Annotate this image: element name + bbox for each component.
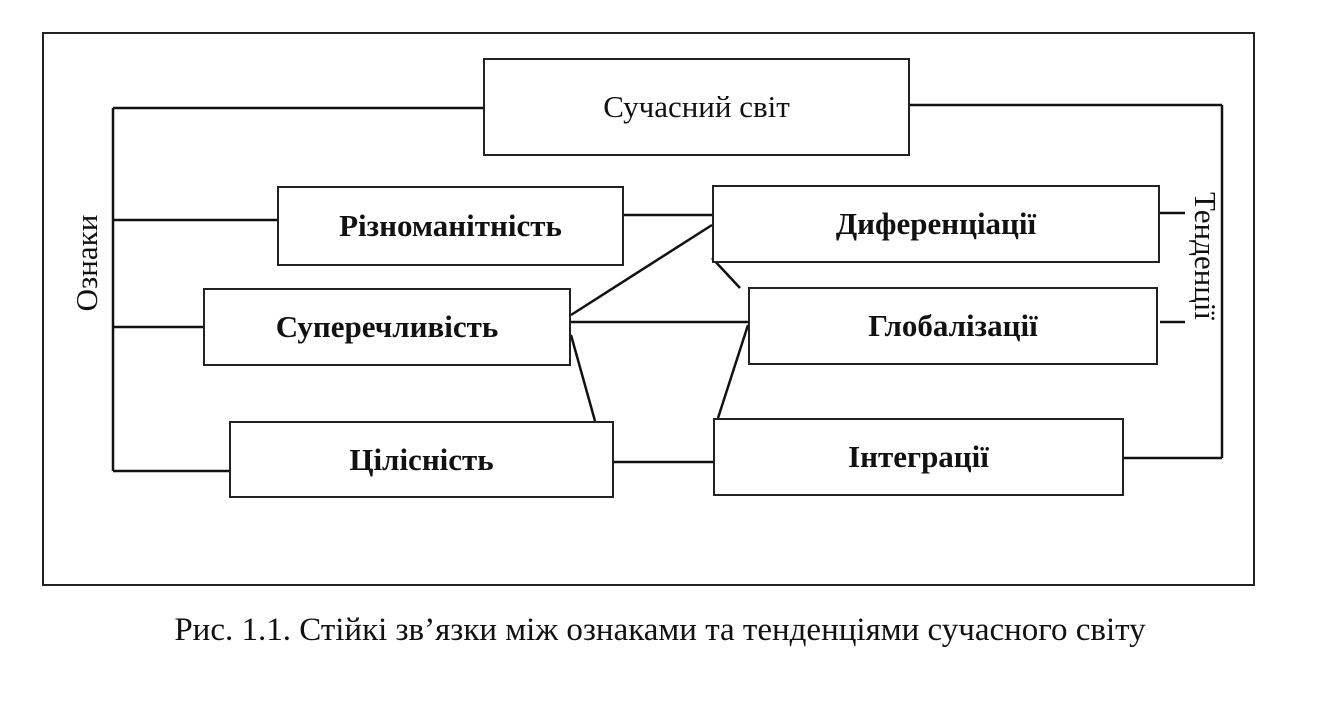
feature-box-tsilisnist: Цілісність: [229, 421, 614, 498]
trend-label: Інтеграції: [848, 439, 989, 474]
feature-box-superechlyvist: Суперечливість: [203, 288, 571, 366]
center-label: Сучасний світ: [603, 89, 790, 124]
feature-label: Суперечливість: [275, 309, 499, 344]
figure-caption: Рис. 1.1. Стійкі зв’язки між ознаками та…: [174, 612, 1146, 648]
link-superechlyvist-tsilisnist: [569, 334, 597, 422]
trend-box-hlobalizatsii: Глобалізації: [748, 287, 1158, 365]
trend-box-dyferentsiatsii: Диференціації: [712, 185, 1160, 263]
right-axis-label: Тенденції: [1188, 191, 1223, 321]
trend-label: Диференціації: [835, 206, 1037, 241]
trend-label: Глобалізації: [868, 308, 1038, 343]
link-hlobalizatsii-integratsii: [716, 324, 750, 419]
feature-label: Різноманітність: [339, 208, 562, 243]
left-axis-label: Ознаки: [69, 214, 104, 312]
trend-box-integratsii: Інтеграції: [713, 418, 1124, 496]
link-superechlyvist-dyferentsiatsii: [570, 223, 713, 317]
feature-box-riznomanitnist: Різноманітність: [277, 186, 624, 266]
diagram-frame: [42, 32, 1255, 586]
link-dyferentsiatsii-hlobalizatsii: [711, 257, 741, 289]
feature-label: Цілісність: [349, 441, 494, 477]
center-box: Сучасний світ: [483, 58, 910, 156]
